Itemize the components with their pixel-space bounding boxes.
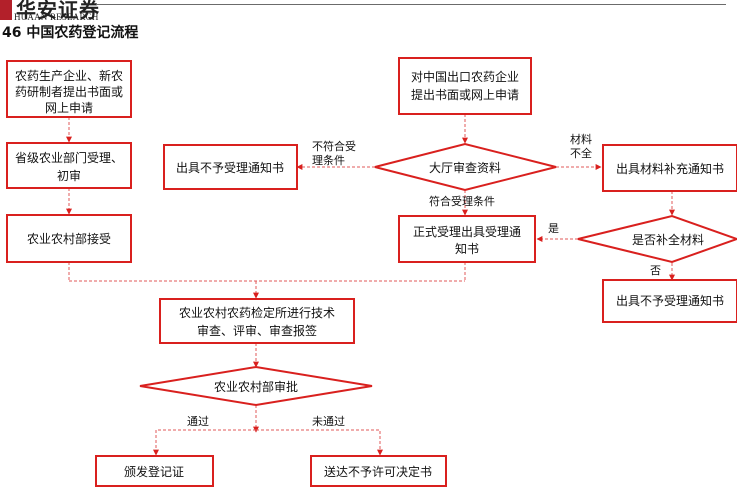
- provincial-line-1: 省级农业部门受理、: [15, 150, 123, 165]
- issue-cert-line-1: 颁发登记证: [124, 464, 184, 479]
- box-formal-accept: [398, 215, 536, 263]
- apply-export-line-1: 对中国出口农药企业: [411, 69, 519, 84]
- label-not-met-2: 理条件: [312, 153, 345, 167]
- reject-notice-right-line-1: 出具不予受理通知书: [616, 294, 724, 308]
- apply-export-line-2: 提出书面或网上申请: [411, 87, 519, 102]
- diamond-supplement-check: [577, 214, 737, 264]
- report-header: 华安证券 HUAAN RESEARCH 46 中国农药登记流程: [0, 0, 737, 44]
- label-met: 符合受理条件: [429, 194, 495, 208]
- tech-review-line-1: 农业农村农药检定所进行技术: [179, 305, 335, 320]
- box-reject-notice-left: [163, 144, 298, 190]
- figure-title: 46 中国农药登记流程: [2, 22, 138, 42]
- header-rule: [96, 4, 726, 5]
- tech-review-line-2: 审查、评审、审查报签: [197, 323, 317, 338]
- box-supplement-notice: [602, 144, 737, 192]
- logo-subtitle: HUAAN RESEARCH: [14, 12, 99, 22]
- figure-title-text: 中国农药登记流程: [26, 25, 139, 41]
- box-apply-export: [398, 57, 532, 115]
- connectors: [66, 114, 675, 456]
- label-incomplete-1: 材料: [570, 132, 592, 146]
- box-tech-review: [159, 298, 355, 344]
- logo-text: 华安证券: [16, 0, 100, 22]
- box-apply-left: [6, 60, 132, 118]
- hall-review-text: 大厅审查资料: [429, 160, 501, 175]
- decision-texts: 大厅审查资料 是否补全材料 农业农村部审批: [214, 160, 704, 394]
- box-texts: 农药生产企业、新农 药研制者提出书面或 网上申请 省级农业部门受理、 初审 农业…: [15, 68, 724, 479]
- formal-accept-line-1: 正式受理出具受理通: [413, 225, 521, 239]
- apply-left-line-2: 药研制者提出书面或: [15, 84, 123, 99]
- label-incomplete-2: 不全: [570, 146, 592, 160]
- box-ministry-accept: [6, 214, 132, 263]
- apply-left-line-3: 网上申请: [45, 101, 93, 115]
- box-issue-cert: [95, 455, 214, 487]
- connector-pass: [153, 429, 256, 456]
- ministry-approve-text: 农业农村部审批: [214, 379, 298, 394]
- process-boxes: [6, 57, 737, 487]
- box-reject-notice-right: [602, 279, 737, 323]
- label-yes: 是: [548, 222, 559, 235]
- supplement-notice-line-1: 出具材料补充通知书: [616, 161, 724, 176]
- diamond-hall-review: [374, 142, 557, 192]
- box-deny-decision: [310, 455, 447, 487]
- supplement-check-text: 是否补全材料: [632, 232, 704, 247]
- ministry-accept-line-1: 农业农村部接受: [27, 231, 111, 246]
- decision-diamonds: [139, 142, 737, 407]
- label-pass: 通过: [187, 415, 209, 428]
- reject-notice-left-line-1: 出具不予受理通知书: [176, 161, 284, 175]
- provincial-line-2: 初审: [57, 168, 81, 183]
- label-not-met-1: 不符合受: [312, 139, 356, 153]
- deny-decision-line-1: 送达不予许可决定书: [324, 464, 432, 479]
- diamond-ministry-approve: [139, 365, 373, 407]
- formal-accept-line-2: 知书: [455, 242, 479, 256]
- edge-labels: 不符合受 理条件 材料 不全 符合受理条件 是 否 通过 未通过: [187, 132, 661, 428]
- logo-icon: [0, 0, 12, 20]
- box-provincial: [6, 142, 132, 189]
- label-fail: 未通过: [312, 415, 345, 428]
- apply-left-line-1: 农药生产企业、新农: [15, 68, 123, 83]
- connector-fail: [256, 429, 383, 456]
- figure-number: 46: [2, 25, 22, 41]
- label-no: 否: [650, 264, 661, 277]
